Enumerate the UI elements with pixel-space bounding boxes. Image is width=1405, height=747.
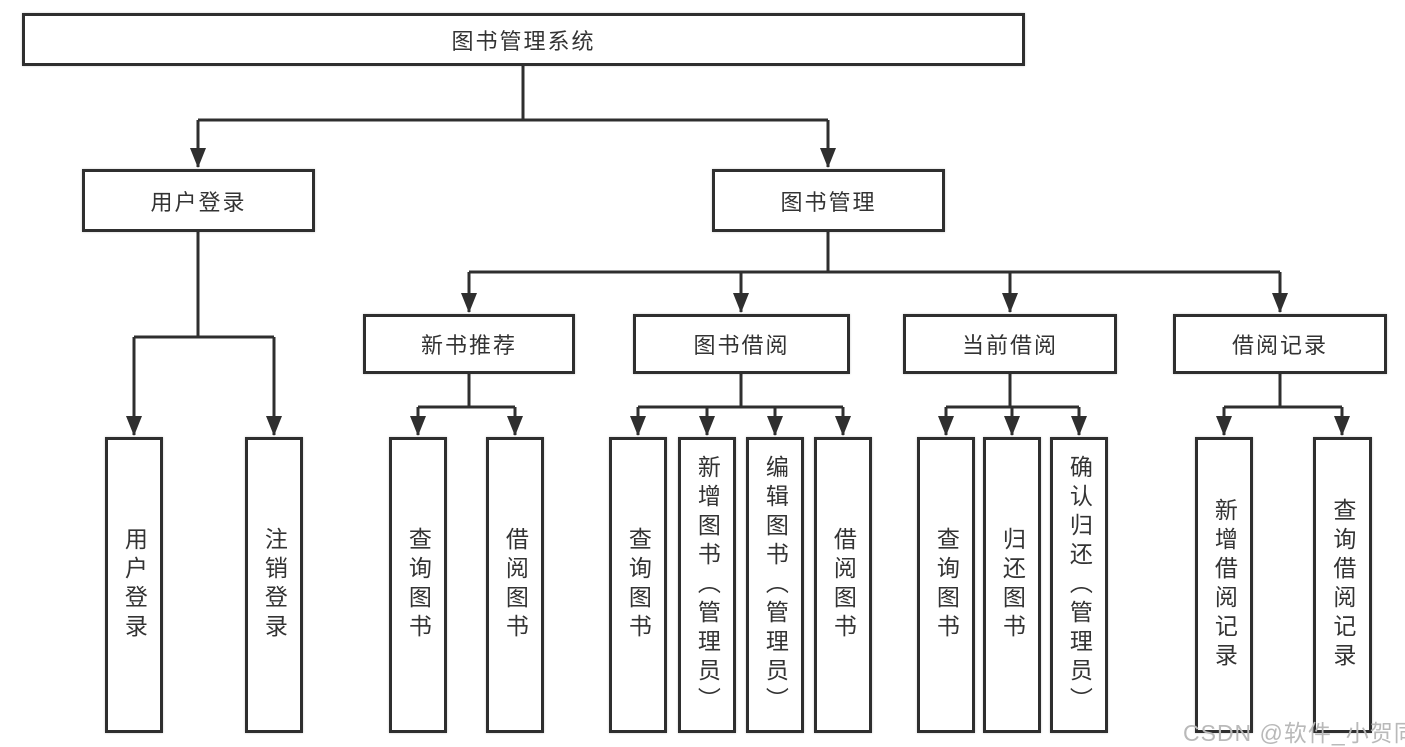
node-borrowing-records: 借阅记录 [1173,314,1387,374]
node-current-borrowing: 当前借阅 [903,314,1117,374]
leaf-logout-label: 注销登录 [261,527,288,643]
leaf-borrow-books-recommend-label: 借阅图书 [502,527,529,643]
leaf-return-books: 归还图书 [983,437,1041,733]
leaf-query-books-current: 查询图书 [917,437,975,733]
node-library-system: 图书管理系统 [22,13,1025,66]
leaf-query-borrow-record: 查询借阅记录 [1313,437,1372,733]
leaf-borrow-books-borrowing-label: 借阅图书 [830,527,857,643]
leaf-user-login-label: 用户登录 [121,527,148,643]
leaf-borrow-books-borrowing: 借阅图书 [814,437,872,733]
leaf-query-books-borrowing: 查询图书 [609,437,667,733]
leaf-edit-book-admin: 编辑图书（管理员） [746,437,804,733]
leaf-confirm-return-admin-label: 确认归还（管理员） [1066,454,1093,716]
leaf-add-borrow-record: 新增借阅记录 [1195,437,1253,733]
node-borrowing-records-label: 借阅记录 [1231,333,1328,358]
leaf-add-book-admin: 新增图书（管理员） [678,437,736,733]
node-library-system-label: 图书管理系统 [451,28,596,54]
leaf-edit-book-admin-label: 编辑图书（管理员） [762,454,789,716]
leaf-query-books-recommend: 查询图书 [389,437,447,733]
node-book-management-label: 图书管理 [780,189,877,215]
leaf-add-borrow-record-label: 新增借阅记录 [1211,498,1238,672]
leaf-query-books-recommend-label: 查询图书 [405,527,432,643]
leaf-borrow-books-recommend: 借阅图书 [486,437,544,733]
leaf-return-books-label: 归还图书 [999,527,1026,643]
watermark-text: CSDN @软件_小贺同学 [1183,720,1405,746]
leaf-add-book-admin-label: 新增图书（管理员） [694,454,721,716]
node-user-login-label: 用户登录 [150,189,247,215]
node-book-borrowing-label: 图书借阅 [693,333,790,358]
node-new-book-recommend: 新书推荐 [363,314,575,374]
leaf-user-login: 用户登录 [105,437,163,733]
leaf-query-books-borrowing-label: 查询图书 [625,527,652,643]
node-book-borrowing: 图书借阅 [633,314,850,374]
leaf-query-books-current-label: 查询图书 [933,527,960,643]
node-new-book-recommend-label: 新书推荐 [420,333,517,358]
leaf-logout: 注销登录 [245,437,303,733]
node-current-borrowing-label: 当前借阅 [961,333,1058,358]
leaf-confirm-return-admin: 确认归还（管理员） [1050,437,1108,733]
node-book-management: 图书管理 [712,169,945,232]
leaf-query-borrow-record-label: 查询借阅记录 [1329,498,1356,672]
node-user-login: 用户登录 [82,169,315,232]
